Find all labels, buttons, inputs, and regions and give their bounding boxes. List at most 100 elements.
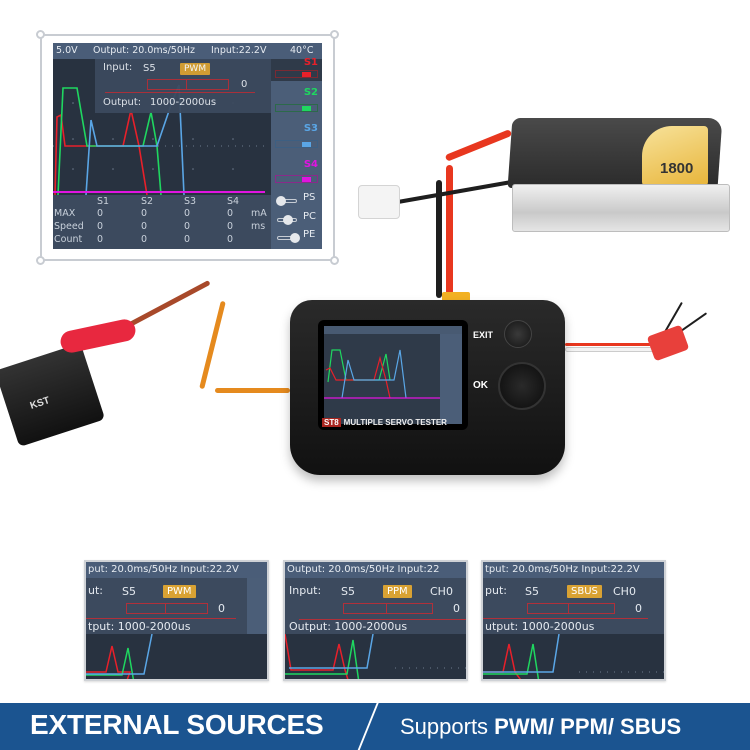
channel-panel: S1 S2 S3 S4 PS PC PE	[271, 57, 322, 249]
channel-s1-bar	[275, 70, 318, 78]
cell: 0	[97, 234, 104, 245]
banner-subtitle: Supports PWM/ PPM/ SBUS	[400, 714, 681, 740]
mode-panel-channel: S5	[525, 585, 539, 598]
cell: 0	[227, 234, 234, 245]
output-range: 1000-2000us	[150, 97, 217, 108]
output-label: Output:	[103, 97, 142, 108]
toggle-pc-label: PC	[303, 211, 317, 222]
balance-lead	[397, 179, 515, 204]
balance-plug	[358, 185, 400, 219]
mode-panel-output: tput: 1000-2000us	[88, 620, 191, 633]
mode-panel-ppm: Output: 20.0ms/50Hz Input:22 Input: S5 P…	[283, 560, 468, 681]
toggle-ps-label: PS	[303, 192, 316, 203]
battery-red-wire-top	[444, 129, 513, 162]
unit: mA	[251, 208, 267, 219]
input-channel: S5	[143, 63, 156, 74]
cell: 0	[141, 234, 148, 245]
mode-panel-channel: S5	[122, 585, 136, 598]
input-value: 0	[241, 79, 248, 90]
servo-lead	[199, 300, 226, 390]
battery-capacity: 1800	[660, 160, 694, 177]
cell: 0	[141, 208, 148, 219]
input-mode-badge[interactable]: PWM	[180, 63, 211, 75]
channel-s4-label: S4	[303, 159, 318, 170]
col-header: S1	[97, 196, 110, 207]
mode-panel-input-label: put:	[485, 584, 507, 597]
mode-badge-ppm[interactable]: PPM	[383, 585, 412, 598]
unit: ms	[251, 221, 266, 232]
cell: 0	[184, 234, 191, 245]
banner-divider	[356, 701, 380, 750]
col-header: S4	[227, 196, 240, 207]
input-output-overlay: Input: S5 PWM 0 Output: 1000-2000us	[95, 59, 271, 113]
mode-panel-value: 0	[218, 602, 225, 615]
mode-badge-sbus[interactable]: SBUS	[567, 585, 602, 598]
exit-label: EXIT	[473, 330, 494, 340]
servo-horn	[58, 317, 138, 355]
mode-panel-status: put: 20.0ms/50Hz Input:22.2V	[86, 562, 267, 578]
toggle-ps[interactable]	[276, 196, 297, 206]
input-slider	[147, 79, 229, 90]
mode-panel-sbus: tput: 20.0ms/50Hz Input:22.2V put: S5 SB…	[481, 560, 666, 681]
mode-panel-ch: CH0	[613, 585, 636, 598]
cell: 0	[97, 208, 104, 219]
mode-panel-value: 0	[453, 602, 460, 615]
mode-panel-output: utput: 1000-2000us	[485, 620, 595, 633]
servo	[0, 343, 106, 447]
footer-banner: EXTERNAL SOURCES Supports PWM/ PPM/ SBUS	[0, 701, 750, 750]
cell: 0	[141, 221, 148, 232]
battery-black-wire	[436, 180, 442, 298]
lipo-battery: 1800	[507, 118, 730, 233]
toggle-pc[interactable]	[277, 215, 297, 225]
row-label: MAX	[54, 208, 76, 219]
cell: 0	[184, 221, 191, 232]
servo-lead-loop	[128, 280, 211, 327]
cell: 0	[97, 221, 104, 232]
channel-s3-bar	[275, 140, 318, 148]
servo-lead-bottom	[215, 388, 290, 393]
device-screen	[318, 320, 468, 430]
channel-s3-label: S3	[303, 123, 318, 134]
banner-sub-prefix: Supports	[400, 714, 495, 739]
banner-title: EXTERNAL SOURCES	[30, 709, 324, 740]
input-label: Input:	[103, 62, 133, 73]
mode-panel-output: Output: 1000-2000us	[289, 620, 408, 633]
battery-red-wire	[446, 165, 453, 295]
temperature: 40°C	[290, 45, 314, 56]
cell: 0	[227, 221, 234, 232]
stats-table: S1 S2 S3 S4 MAX 0 0 0 0 mA Speed 0 0 0 0…	[53, 195, 271, 249]
col-header: S2	[141, 196, 154, 207]
channel-s1-label: S1	[303, 57, 318, 68]
mode-panel-value: 0	[635, 602, 642, 615]
mode-panel-ch: CH0	[430, 585, 453, 598]
mode-panel-pwm: put: 20.0ms/50Hz Input:22.2V ut: S5 PWM …	[84, 560, 269, 681]
channel-s4-bar	[275, 175, 318, 183]
output-voltage: 5.0V	[56, 45, 78, 56]
exit-button[interactable]	[504, 320, 532, 348]
input-voltage: Input:22.2V	[211, 45, 267, 56]
row-label: Count	[54, 234, 83, 245]
row-label: Speed	[54, 221, 84, 232]
ok-label: OK	[473, 380, 488, 391]
mode-panel-channel: S5	[341, 585, 355, 598]
receiver-lead	[565, 347, 655, 352]
channel-s2-label: S2	[303, 87, 318, 98]
col-header: S3	[184, 196, 197, 207]
mode-panel-input-label: Input:	[289, 584, 322, 597]
status-bar: 5.0V Output: 20.0ms/50Hz Input:22.2V 40°…	[53, 43, 322, 59]
channel-s2-bar	[275, 104, 318, 112]
toggle-pe-label: PE	[303, 229, 316, 240]
toggle-pe[interactable]	[277, 233, 300, 243]
ok-rotary-knob[interactable]	[498, 362, 546, 410]
mode-panel-status: tput: 20.0ms/50Hz Input:22.2V	[483, 562, 664, 578]
receiver-lead-red	[565, 343, 655, 346]
mode-panel-status: Output: 20.0ms/50Hz Input:22	[285, 562, 466, 578]
cell: 0	[227, 208, 234, 219]
mode-badge-pwm[interactable]: PWM	[163, 585, 196, 598]
mode-panel-input-label: ut:	[88, 584, 103, 597]
output-frequency: Output: 20.0ms/50Hz	[93, 45, 195, 56]
tester-screen: 5.0V Output: 20.0ms/50Hz Input:22.2V 40°…	[53, 43, 322, 249]
